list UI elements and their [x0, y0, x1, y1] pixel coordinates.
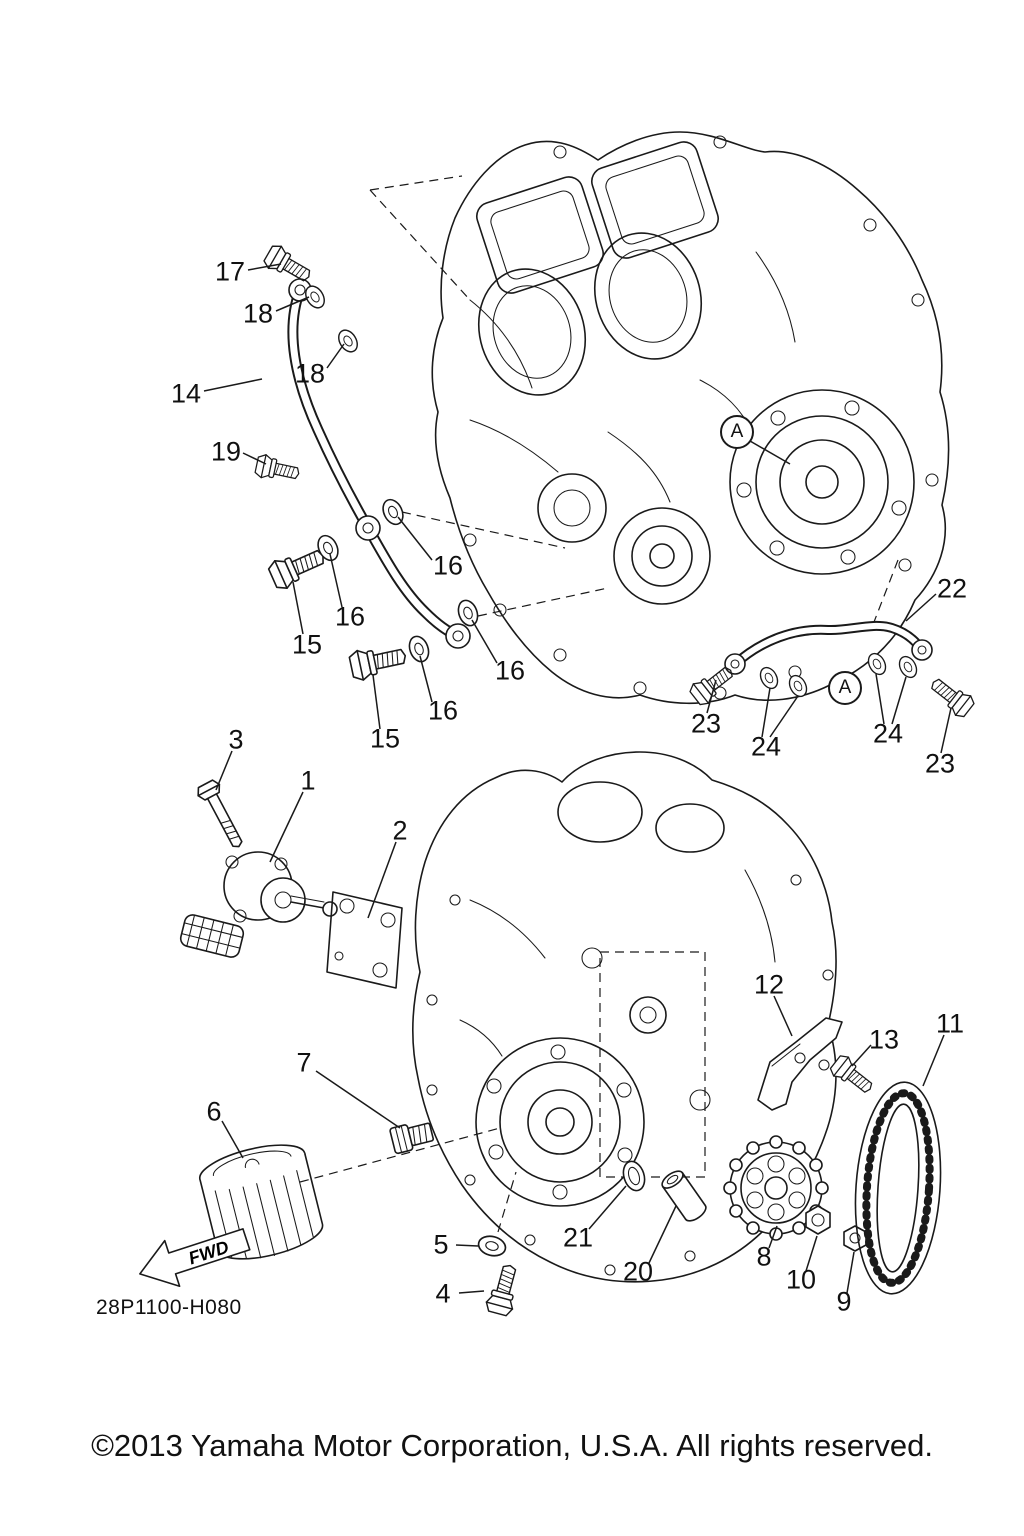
washer-10 [805, 1205, 831, 1235]
oring-21 [622, 1160, 646, 1192]
callout-23a: 23 [690, 708, 722, 739]
callout-20: 20 [622, 1256, 654, 1287]
callout-15a: 15 [291, 629, 323, 660]
leader-lines [203, 263, 952, 1294]
callout-24a: 24 [750, 731, 782, 762]
callout-16b: 16 [334, 601, 366, 632]
callout-16c: 16 [494, 655, 526, 686]
callout-12: 12 [753, 969, 785, 1000]
callout-5: 5 [433, 1229, 449, 1260]
engine-bottom-drawing [412, 751, 837, 1283]
callout-24b: 24 [872, 718, 904, 749]
engine-top-drawing [369, 131, 950, 705]
gasket-2 [326, 891, 403, 989]
marker-a-pipe: A [828, 671, 862, 705]
union-fitting-7 [389, 1122, 435, 1155]
callout-22: 22 [936, 573, 968, 604]
callout-10: 10 [785, 1264, 817, 1295]
marker-a-top: A [720, 415, 754, 449]
diagram-code: 28P1100-H080 [96, 1296, 242, 1319]
callout-4: 4 [435, 1278, 451, 1309]
callout-19: 19 [210, 436, 242, 467]
chain-11 [854, 1081, 942, 1295]
callout-6: 6 [206, 1096, 222, 1127]
callout-23b: 23 [924, 748, 956, 779]
oil-pump-1 [179, 851, 338, 958]
callout-7: 7 [296, 1047, 312, 1078]
callout-16d: 16 [427, 695, 459, 726]
callout-1: 1 [300, 765, 316, 796]
copyright-text: ©2013 Yamaha Motor Corporation, U.S.A. A… [91, 1428, 933, 1463]
callout-3: 3 [228, 724, 244, 755]
callout-2: 2 [392, 815, 408, 846]
callout-21: 21 [562, 1222, 594, 1253]
dowel-20 [661, 1170, 707, 1222]
callout-18a: 18 [242, 298, 274, 329]
callout-16a: 16 [432, 550, 464, 581]
callout-14: 14 [170, 378, 202, 409]
callout-11: 11 [935, 1008, 965, 1039]
callout-17: 17 [214, 256, 246, 287]
callout-18b: 18 [294, 358, 326, 389]
callout-13: 13 [868, 1024, 900, 1055]
callout-8: 8 [756, 1241, 772, 1272]
callout-9: 9 [836, 1286, 852, 1317]
guide-12 [757, 1017, 843, 1111]
callout-15b: 15 [369, 723, 401, 754]
oil-pipe-22 [724, 620, 933, 675]
